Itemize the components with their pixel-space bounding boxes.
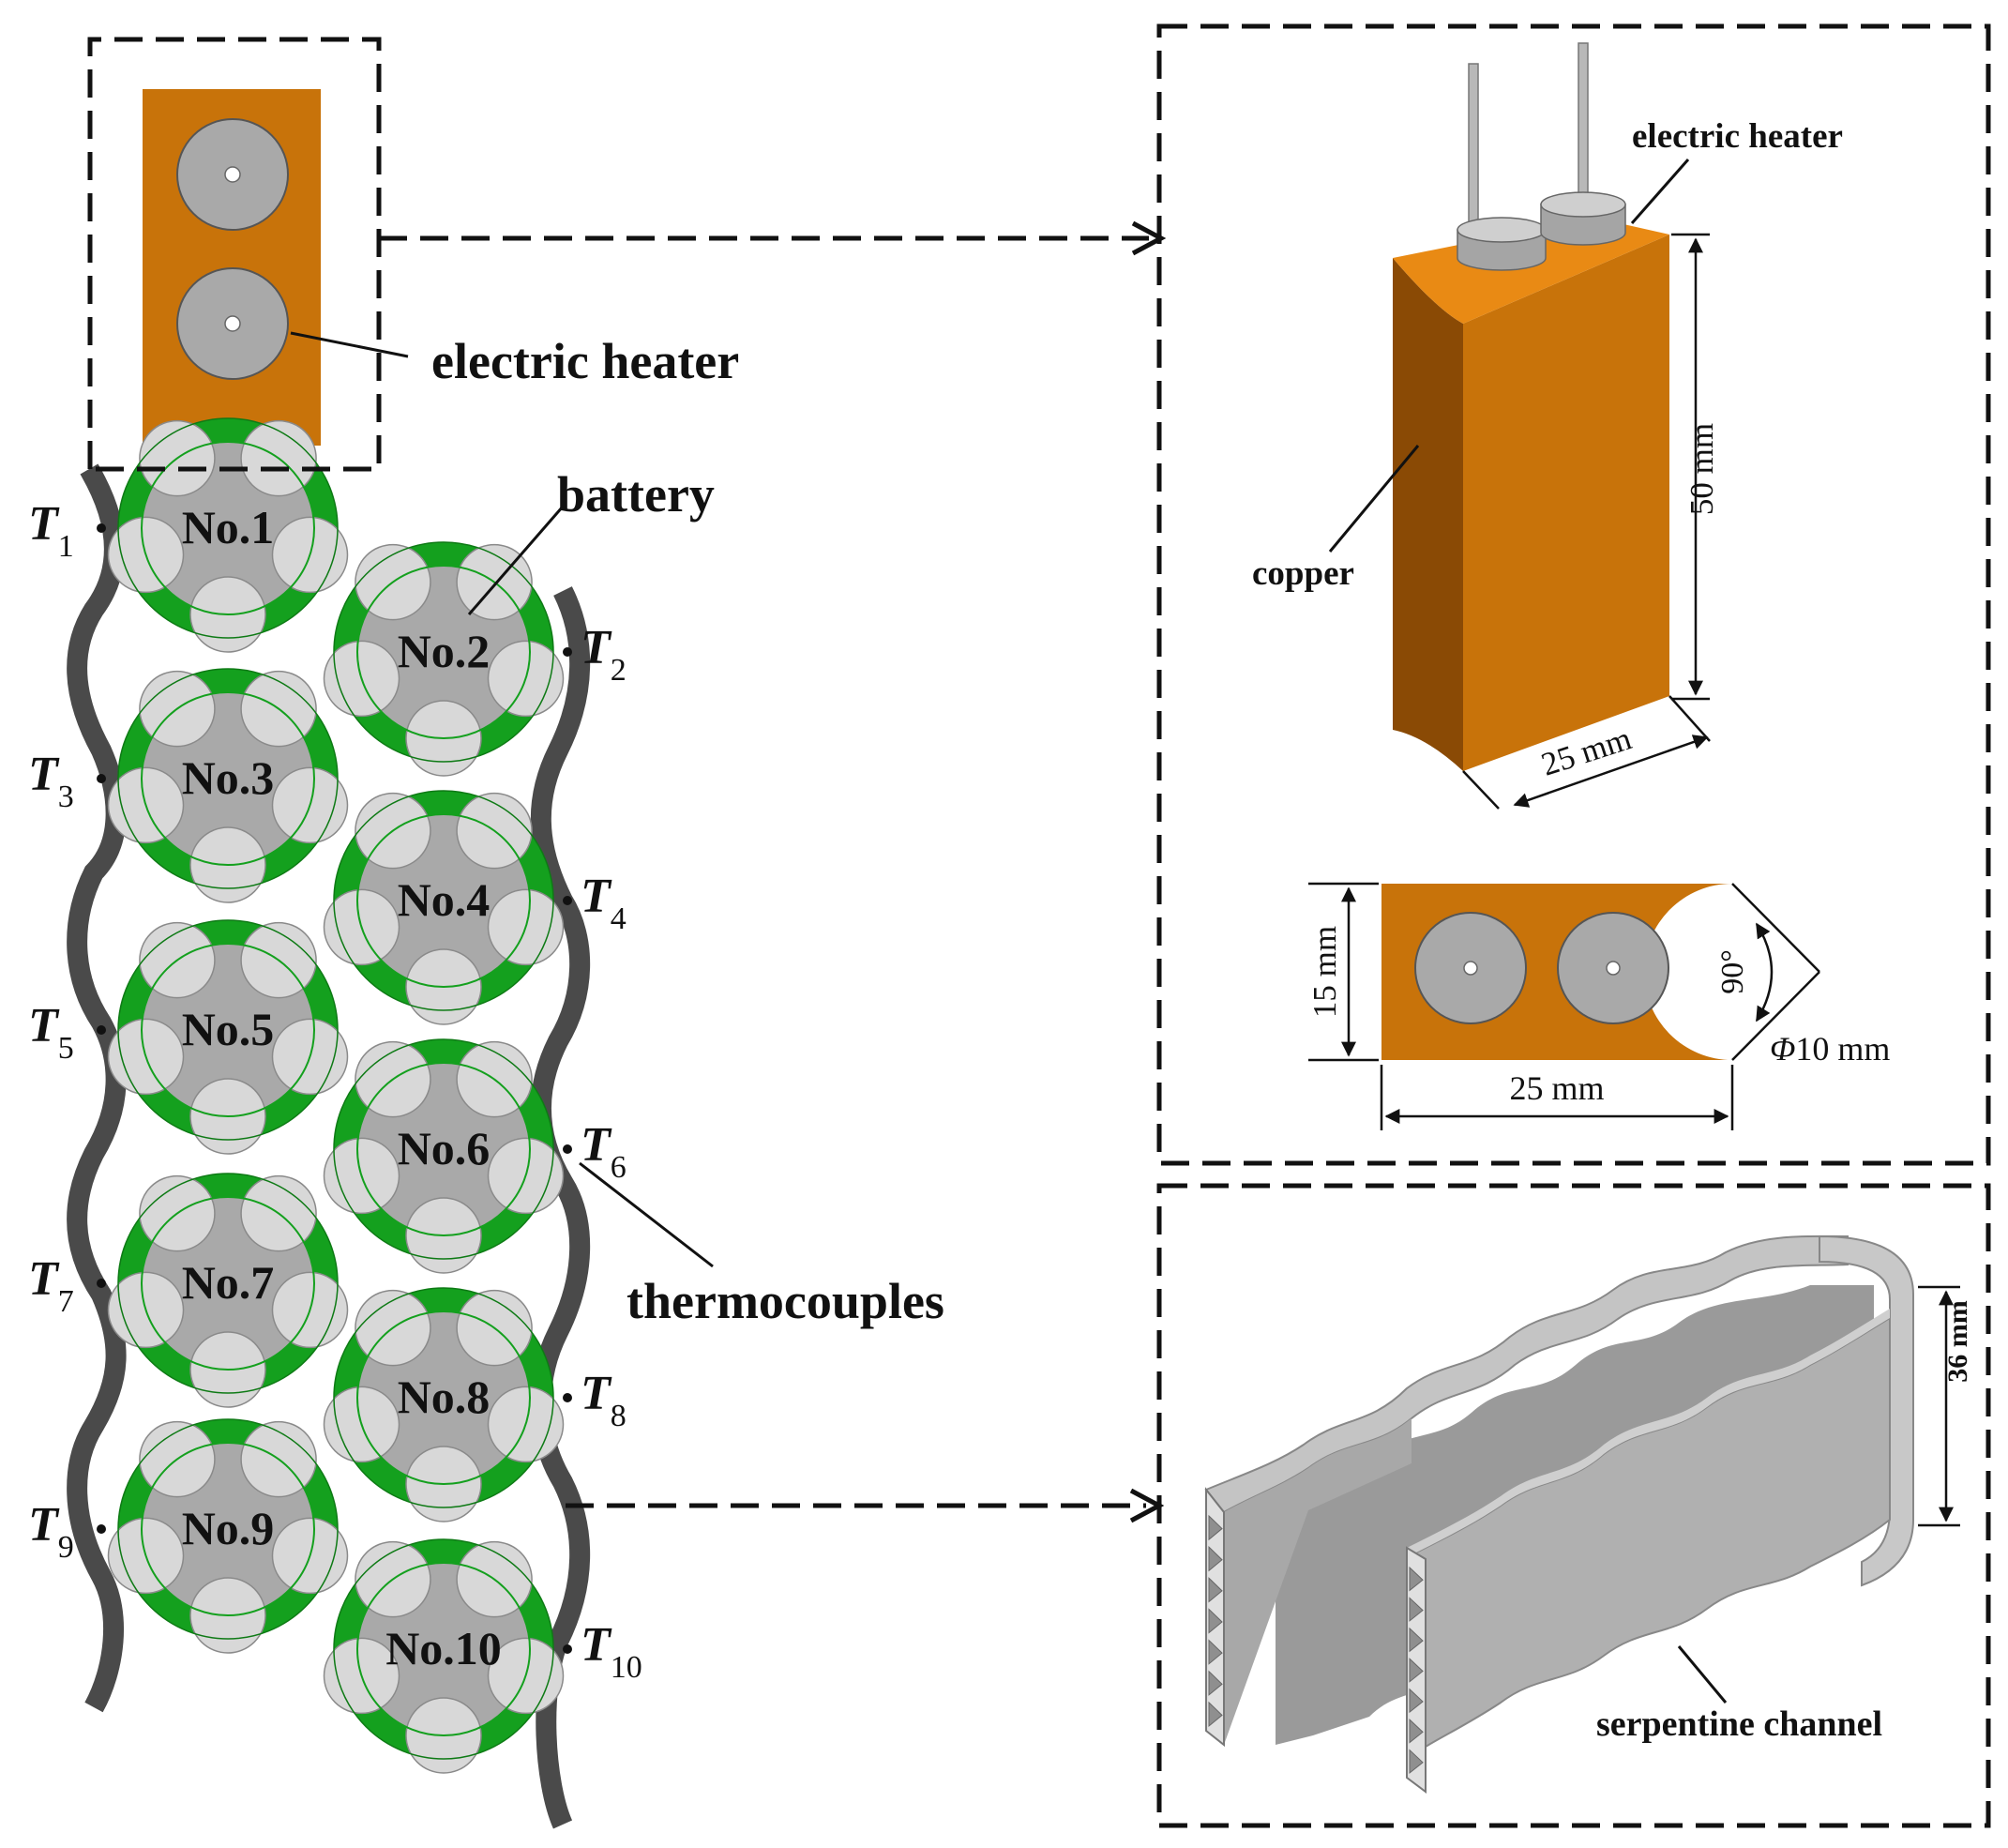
svg-text:T10: T10 (581, 1618, 642, 1685)
angle-dim: 90° (1715, 949, 1750, 994)
battery-cell-2: No.2 (323, 541, 565, 777)
bottom-right-panel: 36 mm serpentine channel (1156, 1183, 1991, 1828)
heater-pin-2 (1540, 42, 1626, 246)
battery-label-3: No.3 (182, 751, 275, 804)
left-panel: No.1No.2No.3No.4No.5No.6No.7No.8No.9No.1… (28, 37, 1167, 1829)
plan-heater-2 (1557, 912, 1669, 1024)
battery-label-10: No.10 (385, 1622, 502, 1674)
diameter-dim-text: Φ10 mm (1770, 1030, 1890, 1068)
copper-block-3d (1393, 42, 1669, 771)
heater-label-3d: electric heater (1632, 117, 1843, 156)
battery-label-8: No.8 (398, 1371, 491, 1423)
width3d-dim-ext-right (1668, 695, 1711, 742)
battery-leader-line (467, 506, 565, 615)
svg-text:T8: T8 (581, 1367, 627, 1433)
serpentine-channel-3d (1204, 1235, 1914, 1794)
channel-wall-right (530, 586, 591, 1829)
battery-cell-6: No.6 (323, 1038, 565, 1274)
heater-pin-1 (1457, 63, 1547, 271)
battery-cell-3: No.3 (107, 668, 349, 903)
plan-height-dim: 15 mm (1306, 926, 1343, 1018)
height-dim: 50 mm (1683, 423, 1720, 515)
svg-text:T7: T7 (28, 1252, 74, 1319)
battery-label: battery (557, 466, 715, 523)
svg-text:T1: T1 (28, 497, 74, 564)
heater-leader-line-3d (1630, 159, 1690, 224)
battery-cell-8: No.8 (323, 1287, 565, 1522)
heater-dashed-box (87, 37, 382, 472)
copper-leader-line (1328, 445, 1420, 553)
left-arm-end-ribs (1208, 1514, 1223, 1728)
thermocouple-8: T8 (563, 1367, 627, 1433)
svg-text:T6: T6 (581, 1118, 627, 1185)
width3d-dim-ext-left (1462, 770, 1500, 810)
plan-heater-1 (1414, 912, 1527, 1024)
thermocouples-leader-line (579, 1161, 714, 1268)
angle-line-bottom (1731, 971, 1820, 1061)
battery-cell-9: No.9 (107, 1418, 349, 1654)
battery-label-6: No.6 (398, 1122, 491, 1174)
battery-cell-4: No.4 (323, 790, 565, 1025)
svg-text:T5: T5 (28, 999, 74, 1066)
svg-text:T4: T4 (581, 870, 627, 936)
svg-text:T3: T3 (28, 748, 74, 814)
thermocouples-label: thermocouples (627, 1273, 944, 1329)
channel-label: serpentine channel (1596, 1704, 1882, 1744)
heater-label: electric heater (431, 333, 739, 389)
battery-cell-1: No.1 (107, 417, 349, 653)
battery-cell-5: No.5 (107, 919, 349, 1155)
svg-text:T9: T9 (28, 1498, 74, 1565)
thermocouple-1: T1 (28, 497, 106, 564)
battery-label-4: No.4 (398, 873, 491, 926)
top-right-panel: electric heater copper 50 mm 25 mm 15 mm (1156, 23, 1991, 1166)
battery-cell-10: No.10 (323, 1538, 565, 1774)
right-arm-end-ribs (1409, 1566, 1424, 1775)
battery-label-1: No.1 (182, 501, 275, 553)
heater-top (176, 118, 289, 231)
copper-label: copper (1252, 554, 1354, 593)
heater-bottom (176, 267, 289, 380)
battery-label-5: No.5 (182, 1003, 275, 1055)
channel-wall-left (67, 463, 127, 1713)
channel-height-dim: 36 mm (1942, 1300, 1973, 1382)
battery-label-7: No.7 (182, 1256, 275, 1309)
plan-width-dim: 25 mm (1509, 1069, 1604, 1107)
width3d-dim-line (1513, 735, 1709, 808)
channel-detail-frame (1156, 1183, 1991, 1828)
battery-label-2: No.2 (398, 625, 491, 677)
channel-leader-line (1677, 1645, 1728, 1704)
battery-cell-7: No.7 (107, 1173, 349, 1408)
battery-label-9: No.9 (182, 1502, 275, 1554)
angle-arc (1755, 922, 1774, 1022)
battery-group: No.1No.2No.3No.4No.5No.6No.7No.8No.9No.1… (107, 417, 565, 1774)
heater-detail-frame (1156, 23, 1991, 1166)
heater-leader-line (290, 331, 409, 358)
angle-line-top (1731, 883, 1820, 973)
